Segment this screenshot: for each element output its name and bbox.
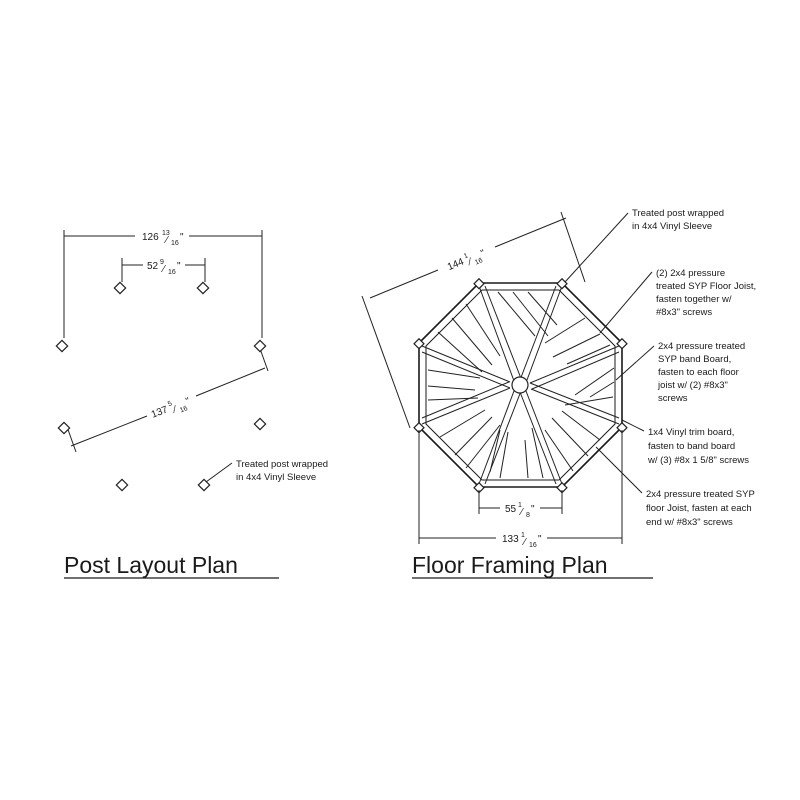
svg-text:⁄: ⁄ xyxy=(518,507,524,518)
svg-text:5: 5 xyxy=(167,400,173,408)
post-layout-plan: 126 13 ⁄ 16 " 52 9 ⁄ 16 " 137 5 xyxy=(55,230,328,579)
svg-text:⁄: ⁄ xyxy=(170,404,180,416)
dim-floor-overall-value: 133 xyxy=(502,534,519,545)
post-icon xyxy=(413,337,425,350)
post-icon xyxy=(196,281,210,295)
svg-text:floor Joist, fasten at each: floor Joist, fasten at each xyxy=(646,503,752,514)
svg-text:16: 16 xyxy=(179,405,189,414)
svg-text:end w/ #8x3" screws: end w/ #8x3" screws xyxy=(646,517,733,528)
dim-overall-value: 126 xyxy=(142,232,159,243)
dim-overall-frac-den: 16 xyxy=(171,240,179,247)
svg-text:16: 16 xyxy=(474,257,484,266)
svg-text:screws: screws xyxy=(658,393,688,404)
svg-text:16: 16 xyxy=(529,542,537,549)
floor-joists xyxy=(421,285,620,485)
post-layout-title: Post Layout Plan xyxy=(64,552,238,578)
svg-text:16: 16 xyxy=(168,269,176,276)
dim-overall-frac-num: 13 xyxy=(162,230,170,237)
note-trim-board: 1x4 Vinyl trim board, fasten to band boa… xyxy=(621,419,749,466)
svg-text:fasten together w/: fasten together w/ xyxy=(656,294,732,305)
post-note-line2: in 4x4 Vinyl Sleeve xyxy=(236,472,316,483)
post-icon xyxy=(55,339,69,353)
post-icon xyxy=(556,481,568,494)
svg-text:": " xyxy=(531,504,535,515)
svg-text:1x4 Vinyl trim board,: 1x4 Vinyl trim board, xyxy=(648,427,734,438)
dim-diagonal-value: 137 xyxy=(150,404,170,420)
post-icon xyxy=(197,478,211,492)
svg-text:1: 1 xyxy=(463,252,469,260)
floor-framing-plan: 144 1 ⁄ 16 " xyxy=(361,208,756,579)
svg-text:fasten to band board: fasten to band board xyxy=(648,441,735,452)
post-icon xyxy=(616,337,628,350)
dim-overall-width: 126 13 ⁄ 16 " xyxy=(63,230,263,338)
post-note-line1: Treated post wrapped xyxy=(236,459,328,470)
post-icon xyxy=(616,421,628,434)
post-icon xyxy=(115,478,129,492)
post-markers xyxy=(55,281,267,492)
svg-text:2x4 pressure treated: 2x4 pressure treated xyxy=(658,341,745,352)
post-icon xyxy=(113,281,127,295)
svg-text:": " xyxy=(184,396,192,408)
svg-text:⁄: ⁄ xyxy=(160,264,166,275)
post-note: Treated post wrapped in 4x4 Vinyl Sleeve xyxy=(205,459,328,483)
dim-floor-diagonal-value: 144 xyxy=(446,256,466,273)
svg-text:(2) 2x4 pressure: (2) 2x4 pressure xyxy=(656,268,725,279)
svg-text:": " xyxy=(177,261,181,272)
svg-text:": " xyxy=(479,248,487,260)
svg-text:SYP band Board,: SYP band Board, xyxy=(658,354,731,365)
svg-text:⁄: ⁄ xyxy=(465,256,475,268)
floor-post-markers xyxy=(413,277,628,494)
dim-floor-side: 55 1 ⁄ 8 " xyxy=(478,490,563,519)
post-icon xyxy=(253,339,267,353)
dim-inner-width: 52 9 ⁄ 16 " xyxy=(121,258,206,282)
svg-text:": " xyxy=(538,534,542,545)
dim-floor-overall: 133 1 ⁄ 16 " xyxy=(418,430,623,549)
post-icon xyxy=(473,481,485,494)
svg-text:joist w/ (2) #8x3": joist w/ (2) #8x3" xyxy=(657,380,728,391)
post-icon xyxy=(253,417,267,431)
note-joist-single: 2x4 pressure treated SYP floor Joist, fa… xyxy=(595,446,755,528)
svg-text:8: 8 xyxy=(526,512,530,519)
svg-text:w/ (3) #8x 1 5/8" screws: w/ (3) #8x 1 5/8" screws xyxy=(647,455,749,466)
floor-framing-title: Floor Framing Plan xyxy=(412,552,608,578)
post-icon xyxy=(57,421,71,435)
dim-floor-diagonal: 144 1 ⁄ 16 " xyxy=(361,211,586,429)
dim-diagonal: 137 5 ⁄ 16 " xyxy=(65,342,269,453)
svg-text:": " xyxy=(180,232,184,243)
svg-text:#8x3" screws: #8x3" screws xyxy=(656,307,712,318)
svg-text:⁄: ⁄ xyxy=(163,235,169,246)
center-hub xyxy=(511,376,529,394)
svg-text:treated SYP Floor Joist,: treated SYP Floor Joist, xyxy=(656,281,756,292)
svg-text:2x4 pressure treated SYP: 2x4 pressure treated SYP xyxy=(646,489,755,500)
svg-text:9: 9 xyxy=(160,259,164,266)
dim-floor-side-value: 55 xyxy=(505,504,517,515)
note-post: Treated post wrapped in 4x4 Vinyl Sleeve xyxy=(564,208,724,283)
post-icon xyxy=(556,277,568,290)
svg-text:1: 1 xyxy=(521,532,525,539)
dim-inner-value: 52 xyxy=(147,261,159,272)
svg-text:fasten to each floor: fasten to each floor xyxy=(658,367,739,378)
svg-text:1: 1 xyxy=(518,502,522,509)
svg-text:Treated post wrapped: Treated post wrapped xyxy=(632,208,724,219)
note-joist-double: (2) 2x4 pressure treated SYP Floor Joist… xyxy=(599,268,756,334)
post-icon xyxy=(413,421,425,434)
svg-text:in 4x4 Vinyl Sleeve: in 4x4 Vinyl Sleeve xyxy=(632,221,712,232)
note-band-board: 2x4 pressure treated SYP band Board, fas… xyxy=(615,341,745,404)
svg-text:⁄: ⁄ xyxy=(521,537,527,548)
post-icon xyxy=(473,277,485,290)
